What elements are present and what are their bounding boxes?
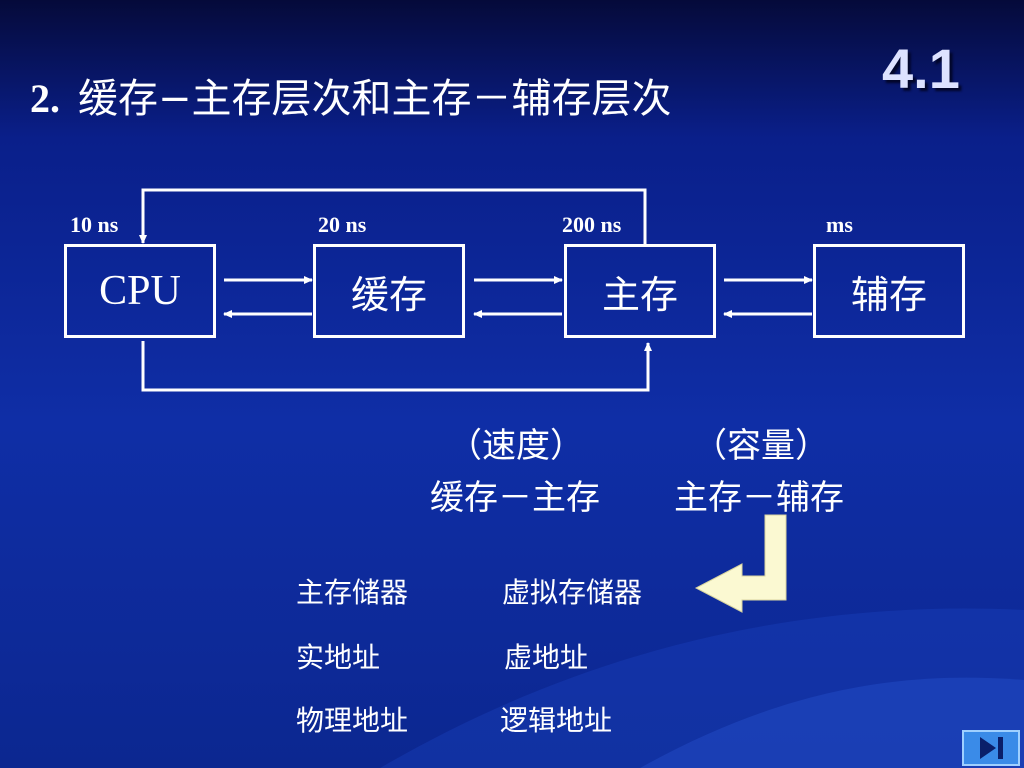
term-main-storage: 主存储器 xyxy=(296,576,409,609)
return-arrow-icon xyxy=(694,514,787,613)
latency-cache: 20 ns xyxy=(318,212,367,237)
aux-storage-box: 辅存 xyxy=(813,244,965,338)
main-aux-hierarchy: 主存－辅存 xyxy=(674,478,844,518)
next-slide-icon xyxy=(980,737,1003,759)
term-virtual-storage: 虚拟存储器 xyxy=(502,576,643,609)
cache-box: 缓存 xyxy=(313,244,465,338)
speed-label: （速度） xyxy=(448,426,584,466)
main-memory-box: 主存 xyxy=(564,244,716,338)
latency-cpu: 10 ns xyxy=(70,212,119,237)
capacity-label: （容量） xyxy=(693,426,829,466)
top-loop-line xyxy=(139,188,647,245)
next-slide-button[interactable] xyxy=(962,730,1020,766)
term-logical-address: 逻辑地址 xyxy=(500,704,613,737)
slide-title: 2. 缓存−主存层次和主存－辅存层次 xyxy=(30,66,672,124)
latency-main-memory: 200 ns xyxy=(562,212,622,237)
latency-aux-storage: ms xyxy=(826,212,853,237)
slide-number: 4.1 xyxy=(882,37,960,100)
bottom-loop-line xyxy=(141,341,652,392)
cpu-box: CPU xyxy=(64,244,216,338)
term-real-address: 实地址 xyxy=(296,641,381,674)
title-index: 2. xyxy=(30,76,60,121)
title-text: 缓存−主存层次和主存－辅存层次 xyxy=(78,76,672,122)
term-physical-address: 物理地址 xyxy=(296,704,409,737)
term-virtual-address: 虚地址 xyxy=(504,641,589,674)
cache-main-hierarchy: 缓存－主存 xyxy=(430,478,600,518)
